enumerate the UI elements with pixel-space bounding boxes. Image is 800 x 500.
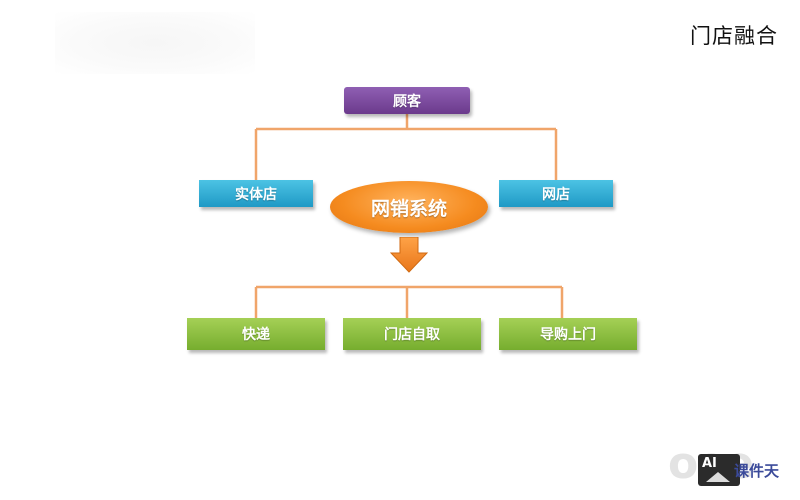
node-customer-label: 顾客 (393, 93, 421, 110)
node-delivery-label: 快递 (242, 327, 270, 343)
node-online-store-label: 网店 (542, 186, 570, 203)
node-online-store: 网店 (499, 180, 613, 207)
node-system: 网销系统 (330, 181, 488, 233)
node-pickup: 门店自取 (343, 318, 481, 350)
node-guided-visit-label: 导购上门 (540, 327, 596, 343)
watermark-badge-text: AI (702, 456, 717, 471)
slide-title: 门店融合 (690, 24, 778, 48)
watermark-play-icon (706, 472, 730, 482)
node-customer: 顾客 (344, 87, 470, 114)
watermark-logo: oee AI 课件天 (668, 438, 793, 493)
node-pickup-label: 门店自取 (384, 327, 440, 343)
watermark-text: 课件天 (734, 462, 780, 480)
background-blur (55, 12, 255, 74)
node-guided-visit: 导购上门 (499, 318, 637, 350)
node-physical-store-label: 实体店 (235, 186, 277, 203)
node-physical-store: 实体店 (199, 180, 313, 207)
node-delivery: 快递 (187, 318, 325, 350)
down-arrow-icon (390, 237, 428, 273)
node-system-label: 网销系统 (370, 197, 447, 220)
